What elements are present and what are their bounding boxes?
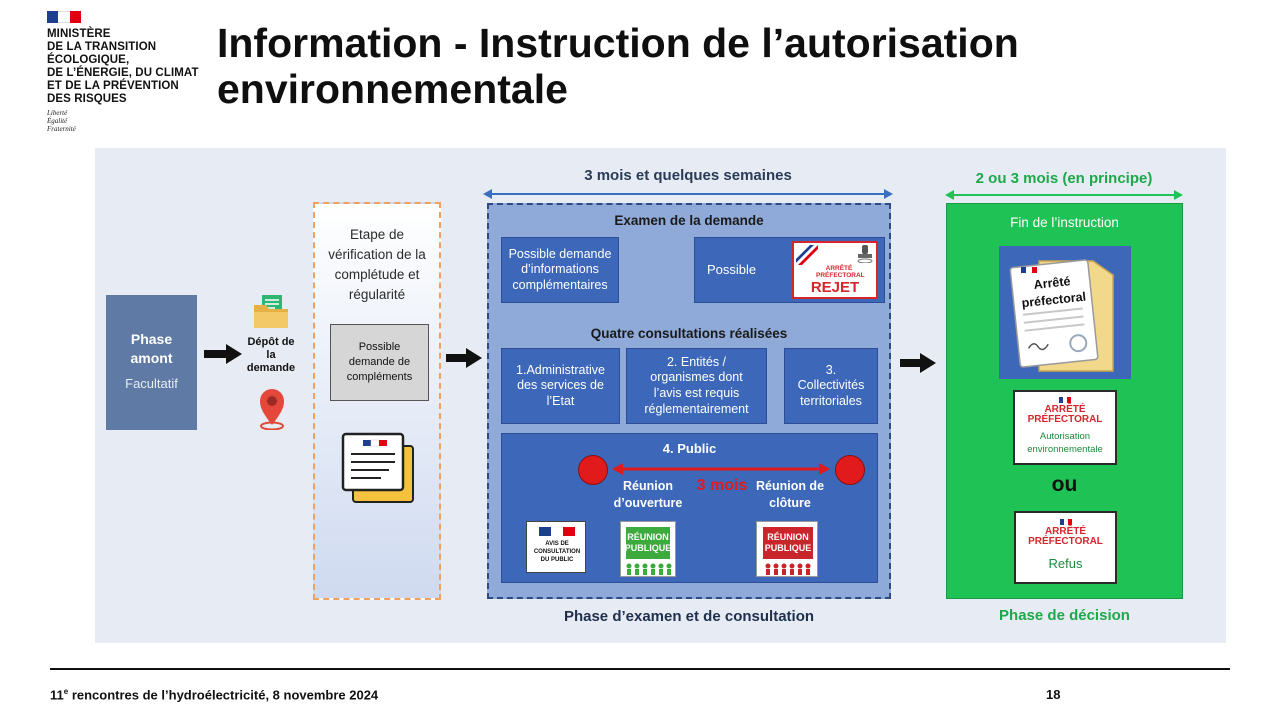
flag-icon — [1059, 519, 1072, 525]
folder-icon — [253, 295, 289, 329]
people-icon — [764, 563, 812, 575]
rejet-card-top: ARRÊTÉ PRÉFECTORAL — [816, 265, 865, 279]
phase-amont-box: Phase amont Facultatif — [106, 295, 197, 430]
public-duration: 3 mois — [696, 477, 748, 494]
rejet-card: ARRÊTÉ PRÉFECTORAL REJET — [792, 241, 878, 299]
phase-amont-sub: Facultatif — [125, 376, 178, 391]
card2-top: ARRÊTÉ PRÉFECTORAL — [1028, 526, 1103, 547]
rejet-label: REJET — [810, 279, 860, 296]
arrow-right-icon — [900, 353, 936, 373]
milestone-end — [835, 455, 865, 485]
reunion-sign-red: RÉUNION PUBLIQUE — [756, 521, 818, 577]
ministry-logo: MINISTÈRE DE LA TRANSITION ÉCOLOGIQUE, D… — [47, 11, 217, 136]
logo-line: ET DE LA PRÉVENTION — [47, 80, 179, 92]
depot-label: Dépôt de la demande — [246, 336, 296, 374]
reunion-open-label: Réunion d’ouverture — [613, 479, 683, 510]
refus-card: ARRÊTÉ PRÉFECTORAL Refus — [1014, 511, 1117, 584]
card1-bottom: Autorisation environnementale — [1027, 431, 1103, 455]
public-title: 4. Public — [662, 441, 717, 456]
consult-title: Quatre consultations réalisées — [590, 326, 788, 341]
tricolor-corner-icon — [796, 245, 818, 265]
decision-duration: 2 ou 3 mois (en principe) — [975, 170, 1153, 187]
reunion-close-label: Réunion de clôture — [755, 479, 825, 510]
examen-caption: Phase d’examen et de consultation — [563, 608, 815, 625]
card1-top: ARRÊTÉ PRÉFECTORAL — [1027, 404, 1103, 425]
reunion-sign-green: RÉUNION PUBLIQUE — [620, 521, 676, 577]
milestone-start — [578, 455, 608, 485]
flag-icon — [1059, 397, 1071, 403]
title-line-1: Information - Instruction de l’autorisat… — [217, 20, 1019, 66]
logo-line: DE LA TRANSITION — [47, 41, 157, 53]
logo-line: ÉCOLOGIQUE, — [47, 54, 130, 66]
consult-2: 2. Entités / organismes dont l’avis est … — [626, 348, 767, 424]
page-number: 18 — [1046, 687, 1061, 702]
consult-1: 1.Administrative des services de l’Etat — [501, 348, 620, 424]
decision-title: Fin de l’instruction — [1010, 215, 1119, 230]
possible-label: Possible — [707, 261, 757, 277]
rejet-block: Possible ARRÊTÉ PRÉFECTORAL REJET — [694, 237, 885, 303]
consult-3: 3. Collectivités territoriales — [784, 348, 878, 424]
double-arrow-icon — [483, 187, 893, 199]
autorisation-card: ARRÊTÉ PRÉFECTORAL Autorisation environn… — [1013, 390, 1117, 465]
page-title: Information - Instruction de l’autorisat… — [217, 20, 1257, 112]
motto-line: Égalité — [47, 117, 68, 125]
verification-title: Etape de vérification de la complétude e… — [328, 227, 426, 302]
footer-divider — [50, 668, 1230, 670]
examen-title: Examen de la demande — [614, 213, 764, 228]
phase-amont-label: Phase amont — [130, 331, 173, 366]
reunion-sign-text: RÉUNION PUBLIQUE — [763, 527, 813, 559]
avis-text: AVIS DE CONSULTATION DU PUBLIC — [533, 541, 581, 563]
flag-icon — [539, 527, 575, 536]
logo-line: MINISTÈRE — [47, 28, 111, 40]
decision-caption: Phase de décision — [999, 607, 1130, 624]
footer-event: 11e rencontres de l’hydroélectricité, 8 … — [50, 687, 379, 703]
flag-icon — [47, 11, 81, 23]
green-double-arrow-icon — [945, 188, 1183, 200]
info-box: Possible demande d’informations compléme… — [501, 237, 619, 303]
logo-line: DE L’ÉNERGIE, DU CLIMAT — [47, 67, 199, 79]
document-stack-icon — [339, 430, 417, 506]
reunion-sign-text: RÉUNION PUBLIQUE — [625, 527, 671, 559]
avis-poster: AVIS DE CONSULTATION DU PUBLIC — [526, 521, 586, 573]
stamp-icon — [857, 245, 873, 264]
arrow-right-icon — [204, 344, 242, 364]
verification-step: Etape de vérification de la complétude e… — [313, 202, 441, 600]
title-line-2: environnementale — [217, 66, 568, 112]
diagram-panel: Phase amont Facultatif Dépôt de la deman… — [95, 148, 1226, 643]
red-double-arrow-icon — [612, 463, 830, 475]
arrete-doc-panel: Arrêté préfectoral — [999, 246, 1131, 379]
public-box: 4. Public 3 mois Réunion d’ouverture Réu… — [501, 433, 878, 583]
examen-box: Examen de la demande Possible demande d’… — [487, 203, 891, 599]
flag-icon — [1021, 267, 1037, 273]
examen-duration: 3 mois et quelques semaines — [584, 167, 792, 184]
document-icon: Arrêté préfectoral — [1009, 253, 1121, 373]
arrow-right-icon — [446, 348, 482, 368]
ou-label: ou — [1051, 473, 1078, 496]
logo-line: DES RISQUES — [47, 93, 127, 105]
motto-line: Liberté — [47, 109, 68, 117]
decision-box: Fin de l’instruction Arrêté préfectoral — [946, 203, 1183, 599]
motto-line: Fraternité — [47, 125, 76, 133]
location-pin-icon — [258, 388, 286, 431]
card2-bottom: Refus — [1048, 556, 1083, 571]
complements-box: Possible demande de compléments — [330, 324, 429, 401]
people-icon — [625, 563, 673, 575]
